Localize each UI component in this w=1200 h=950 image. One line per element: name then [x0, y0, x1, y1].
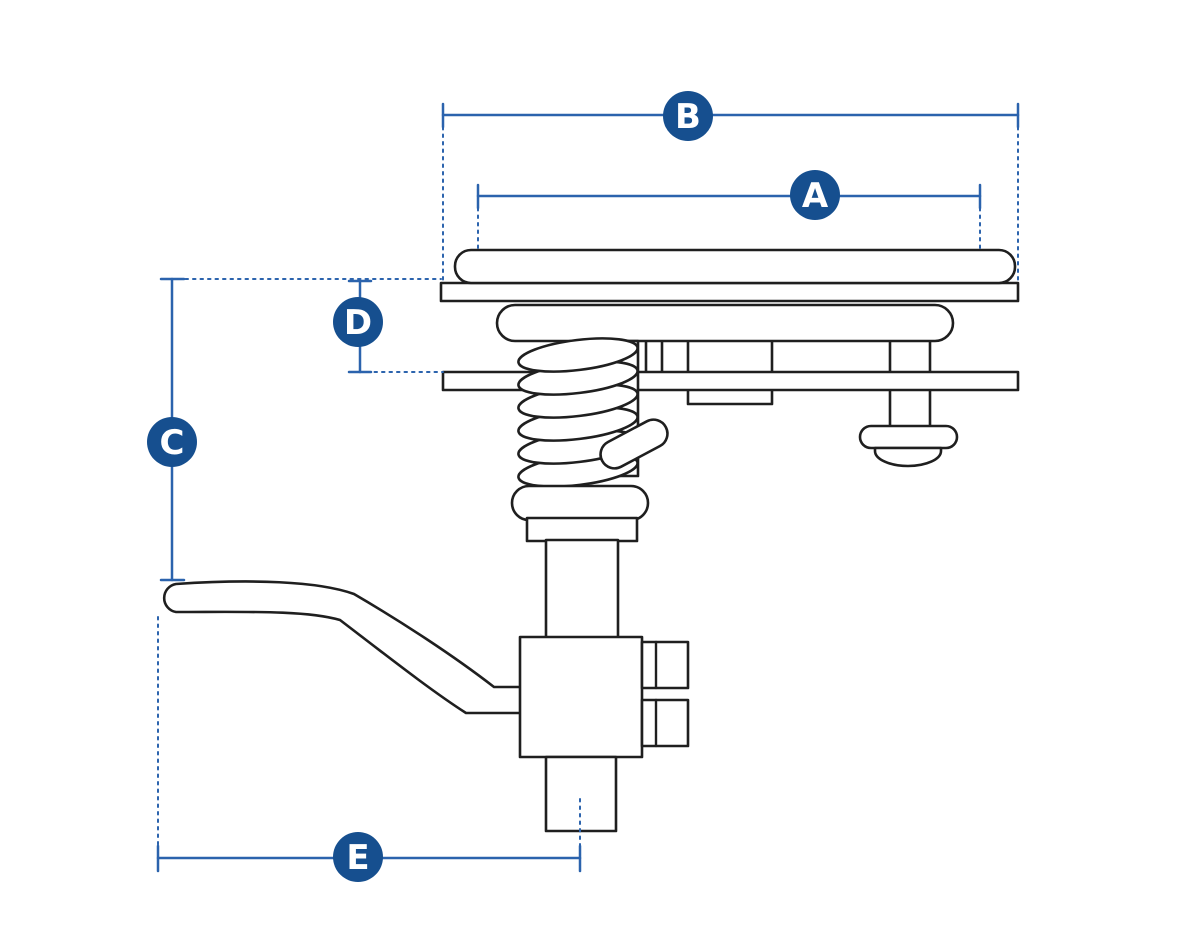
dimension-c: C [147, 277, 442, 582]
dimension-b: B [441, 91, 1020, 282]
dim-label-d-badge [333, 297, 383, 347]
dim-label-d: D [344, 303, 372, 343]
tab-upper [640, 640, 690, 690]
bolt-washer [858, 424, 959, 450]
dim-label-c-badge [147, 417, 197, 467]
dim-label-a-badge [790, 170, 840, 220]
dim-label-e-badge [333, 832, 383, 882]
dim-label-c: C [160, 423, 185, 463]
flange [525, 516, 639, 543]
gasket-pad [495, 303, 955, 343]
tab-lower [640, 698, 690, 748]
mounting-plate [439, 281, 1020, 303]
dim-label-a: A [802, 176, 829, 216]
spring [517, 337, 639, 488]
dim-label-b: B [675, 97, 701, 137]
top-pad [453, 248, 1017, 285]
latch-cam [599, 418, 669, 470]
lock-body [518, 635, 644, 759]
latch-assembly [162, 248, 1020, 833]
dimension-a: A [476, 170, 982, 250]
spring-coil [517, 337, 639, 373]
dim-label-e: E [346, 838, 369, 878]
dim-label-b-badge [663, 91, 713, 141]
dimension-d: D [333, 279, 444, 374]
spindle [544, 538, 620, 642]
bottom-shaft [544, 755, 618, 833]
spring-seat [510, 484, 650, 522]
lever-handle [162, 580, 523, 715]
dimension-e: E [156, 616, 582, 882]
center-bracket [686, 334, 774, 406]
bolt-cap [873, 446, 943, 468]
